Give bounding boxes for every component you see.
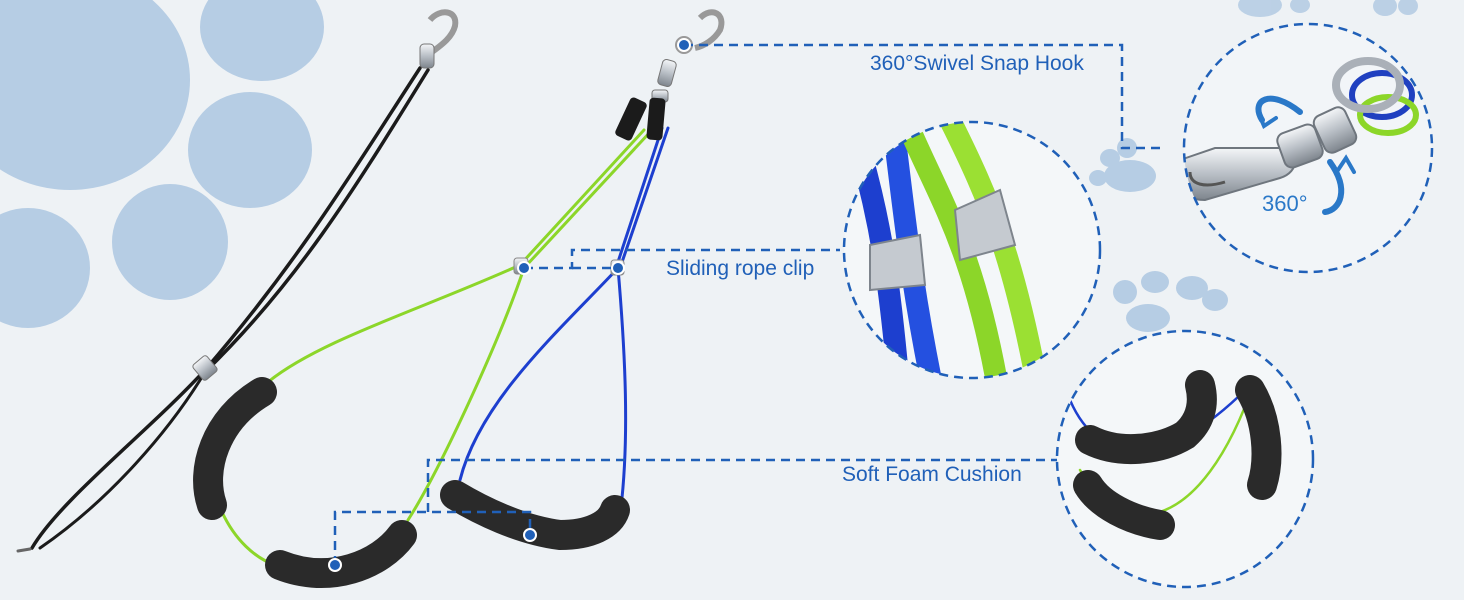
paw-print-icon [1089,138,1156,192]
foam-cushion-label: Soft Foam Cushion [840,463,1024,486]
detail-circle-swivel [1182,22,1434,274]
detail-circle-clip [842,120,1102,380]
paw-print-icon [1238,0,1418,17]
blue-cable [458,126,670,517]
callout-dots [328,38,691,572]
rotation-arrow-icon [1255,95,1356,215]
swivel-snap-hook [651,9,725,103]
green-cable [220,128,654,567]
sliding-clip-label: Sliding rope clip [664,257,817,280]
foam-cushion [193,377,630,588]
rotation-label: 360° [1262,191,1308,216]
snap-hook [419,9,459,69]
callout-leaders [333,43,1160,565]
leash-ring-clip [192,355,218,381]
detail-circle-foam [1055,329,1315,589]
paw-print-icon [0,0,324,328]
swivel-hook-label: 360°Swivel Snap Hook [868,52,1086,75]
black-leash [16,66,430,553]
cable-sleeve [615,97,666,141]
paw-print-icon [1113,271,1228,332]
